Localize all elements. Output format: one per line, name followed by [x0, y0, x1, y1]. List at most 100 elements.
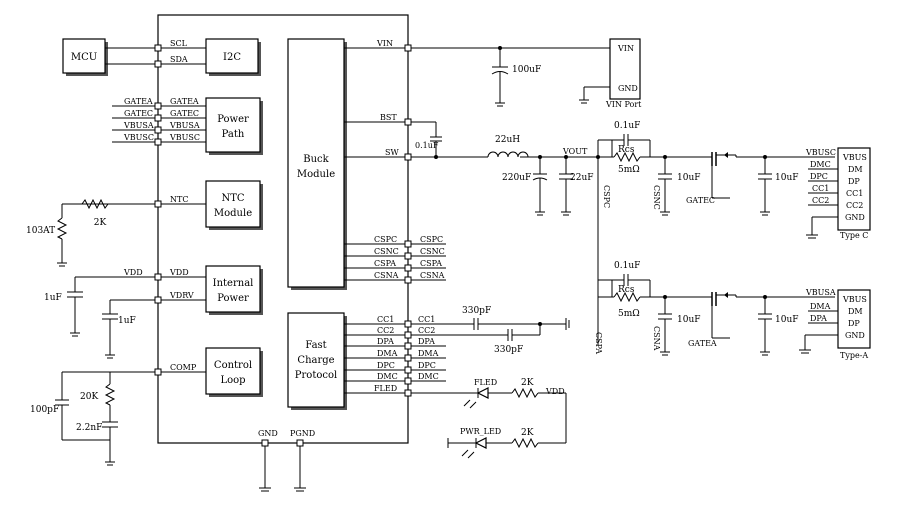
vin-port: VIN GND VIN Port [579, 38, 642, 109]
pin-csnc-inner: CSNC [374, 247, 399, 256]
net-gatea: GATEA [688, 339, 717, 348]
left-pin-pads [154, 44, 162, 376]
ntc-module-block: NTC Module [205, 180, 263, 230]
vin-net: 100uF [411, 46, 610, 107]
mcu-label: MCU [71, 52, 97, 63]
rcs-c-label: Rcs [618, 145, 635, 155]
bottom-pins: GND PGND [258, 429, 315, 492]
pin-csna-outer: CSNA [420, 271, 445, 280]
pin-vdrv: VDRV [169, 291, 194, 300]
type-c-label: Type C [840, 231, 868, 240]
type-c-pin-dp: DP [848, 177, 860, 186]
c-csnc-value: 10uF [677, 173, 701, 183]
control-loop-label-2: Loop [220, 375, 245, 386]
fast-charge-label-2: Charge [297, 355, 334, 366]
comp-network: 100pF 20K 2.2nF [30, 372, 118, 466]
pin-cc2-outer: CC2 [418, 326, 435, 335]
type-a-pin-gnd: GND [845, 331, 865, 340]
type-a-pin-dp: DP [848, 319, 860, 328]
control-loop-label-1: Control [214, 360, 252, 371]
type-a-label: Type-A [840, 351, 868, 360]
internal-power-label-2: Power [217, 293, 249, 304]
pin-csnc-outer: CSNC [420, 247, 445, 256]
right-external-wires [411, 243, 446, 382]
pin-dmc-inner: DMC [377, 372, 398, 381]
sw-vout-net: 22uH VOUT 220uF 22uF [411, 135, 600, 216]
pin-cspc-outer: CSPC [420, 235, 443, 244]
left-pin-labels: SCL SDA GATEA GATEC VBUSA VBUSC GATEA GA… [123, 39, 200, 372]
type-c-net-cc2: CC2 [812, 196, 829, 205]
pin-dpa-inner: DPA [377, 337, 394, 346]
type-a-net-dpa: DPA [810, 314, 827, 323]
c-comp-hf-value: 100pF [30, 405, 59, 415]
c-vin-value: 100uF [512, 65, 541, 75]
control-loop-block: Control Loop [205, 347, 263, 397]
power-path-label-2: Path [222, 129, 245, 140]
inductor-value: 22uH [495, 135, 520, 145]
net-gatec: GATEC [686, 196, 715, 205]
pin-dpc-outer: DPC [418, 361, 436, 370]
type-a-net-vbusa: VBUSA [805, 288, 836, 297]
pin-vbusa-inner: VBUSA [169, 121, 200, 130]
c-vdd-value: 1uF [44, 293, 62, 303]
pin-ntc: NTC [170, 195, 188, 204]
pin-gatea-outer: GATEA [124, 97, 153, 106]
pin-gnd: GND [258, 429, 278, 438]
vin-port-label: VIN Port [605, 100, 642, 109]
ic-outline [157, 14, 409, 444]
inductor-symbol [487, 151, 529, 158]
c-vbusa-value: 10uF [775, 315, 799, 325]
c-vout2-value: 22uF [570, 173, 594, 183]
c-rcs-c-value: 0.1uF [614, 121, 640, 131]
c-comp-value: 2.2nF [76, 423, 102, 433]
rcs-c-value: 5mΩ [618, 165, 640, 175]
net-cspc-vertical: CSPC [602, 185, 611, 208]
type-a-mosfet: GATEA 10uF [688, 292, 835, 356]
pin-sda: SDA [170, 55, 188, 64]
vdrv-cap: 1uF [102, 300, 136, 359]
cc-caps: 330pF 330pF [411, 306, 570, 355]
type-a-port: VBUS DM DP GND Type-A VBUSA DMA DPA [799, 288, 871, 360]
pin-vbusa-outer: VBUSA [123, 121, 154, 130]
led-network: FLED 2K VDD PWR_LED 2K [411, 378, 567, 459]
r-comp-value: 20K [80, 392, 98, 402]
pin-dma-outer: DMA [418, 349, 439, 358]
pin-scl: SCL [170, 39, 188, 48]
net-csna-vertical: CSNA [652, 326, 661, 351]
type-a-pin-vbus: VBUS [842, 295, 867, 304]
pin-vdd-outer: VDD [123, 268, 143, 277]
internal-power-label-1: Internal [213, 278, 254, 289]
bst-cap: 0.1uF [411, 121, 442, 157]
pin-cspa-outer: CSPA [420, 259, 442, 268]
type-c-pin-gnd: GND [845, 213, 865, 222]
type-c-pin-cc2: CC2 [846, 201, 863, 210]
type-c-net-cc1: CC1 [812, 184, 829, 193]
pin-fled-inner: FLED [374, 384, 397, 393]
pin-cc1-outer: CC1 [418, 315, 435, 324]
type-a-pin-dm: DM [848, 307, 863, 316]
thermistor-value: 103AT [26, 226, 55, 236]
pin-gatea-inner: GATEA [170, 97, 199, 106]
buck-module-block: Buck Module [287, 38, 347, 290]
pin-vin: VIN [376, 39, 393, 48]
vin-port-pin-vin: VIN [617, 44, 634, 53]
r-fled-symbol [511, 387, 539, 399]
rcs-a-label: Rcs [618, 285, 635, 295]
fled-diode [476, 387, 489, 399]
vin-port-pin-gnd: GND [618, 84, 638, 93]
c-vdrv-value: 1uF [118, 316, 136, 326]
pin-pgnd: PGND [290, 429, 315, 438]
pin-dma-inner: DMA [377, 349, 398, 358]
mcu-block: MCU [62, 38, 108, 76]
c-bst-value: 0.1uF [415, 141, 439, 150]
type-c-net-vbusc: VBUSC [805, 148, 836, 157]
pin-vbusc-outer: VBUSC [123, 133, 154, 142]
ntc-label-1: NTC [221, 193, 244, 204]
pin-csna-inner: CSNA [374, 271, 399, 280]
buck-label-2: Module [297, 169, 335, 180]
net-vout: VOUT [562, 147, 588, 156]
r-comp-symbol [104, 383, 116, 406]
rcs-c-symbol [613, 151, 641, 163]
fast-charge-block: Fast Charge Protocol [287, 312, 347, 410]
